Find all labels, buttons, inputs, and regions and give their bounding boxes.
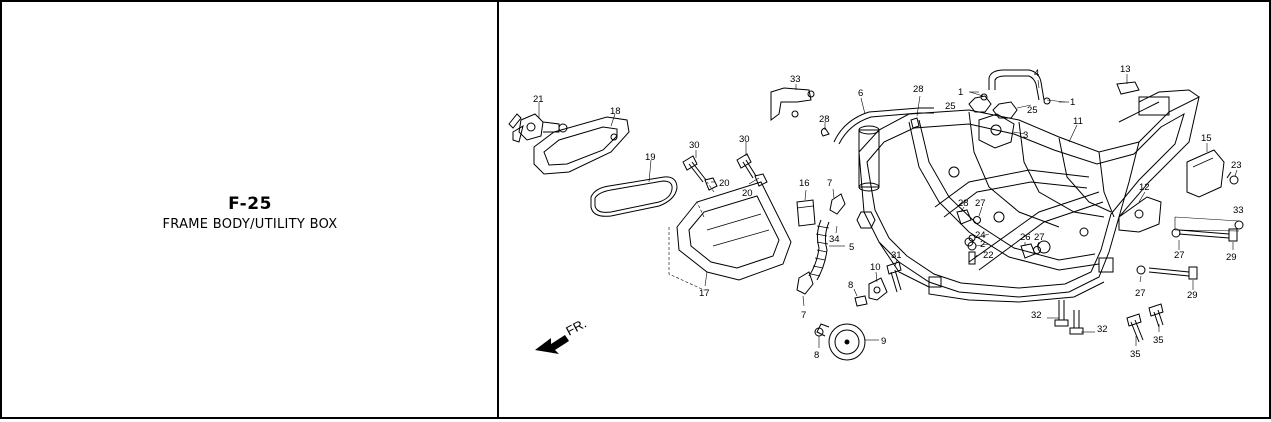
callout-33-right: 33 bbox=[1233, 205, 1244, 216]
callout-11: 11 bbox=[1073, 116, 1083, 127]
washer-8-upper bbox=[854, 295, 868, 307]
section-code: F-25 bbox=[228, 194, 272, 214]
front-direction-arrow: FR. bbox=[535, 316, 589, 354]
exploded-parts-diagram: FR. 21 18 19 30 30 20 20 17 33 28 6 28 1… bbox=[499, 2, 1267, 417]
callout-8-upper: 8 bbox=[848, 280, 853, 291]
callout-10: 10 bbox=[870, 262, 881, 273]
callout-17: 17 bbox=[699, 288, 710, 299]
callout-13: 13 bbox=[1120, 64, 1131, 75]
nut-25-right bbox=[992, 101, 1018, 119]
callout-25-left: 25 bbox=[945, 101, 956, 112]
washer-8-lower bbox=[814, 327, 824, 337]
callout-24: 24 bbox=[975, 230, 986, 241]
nut-25-left bbox=[968, 95, 992, 113]
callout-20-right: 20 bbox=[742, 188, 753, 199]
callout-25-right: 25 bbox=[1027, 105, 1038, 116]
callout-29-lower: 29 bbox=[1187, 290, 1198, 301]
callout-32-left: 32 bbox=[1031, 310, 1042, 321]
callout-1-right: 1 bbox=[1070, 97, 1075, 108]
bolt-32-a bbox=[1054, 300, 1069, 327]
callout-34: 34 bbox=[829, 234, 840, 245]
rubber-16 bbox=[796, 199, 816, 227]
callout-8-lower: 8 bbox=[814, 350, 819, 361]
bolt-31 bbox=[886, 261, 902, 293]
leader-lines bbox=[538, 74, 1240, 348]
bolt-29-upper bbox=[1178, 228, 1238, 242]
callout-29-upper: 29 bbox=[1226, 252, 1237, 263]
bracket-12 bbox=[1118, 196, 1162, 233]
breather-tube bbox=[833, 107, 934, 143]
callout-15: 15 bbox=[1201, 133, 1212, 144]
bracket-3 bbox=[978, 113, 1015, 149]
callout-6: 6 bbox=[858, 88, 863, 99]
callout-27-right: 27 bbox=[1174, 250, 1185, 261]
head-pipe bbox=[858, 125, 880, 192]
callout-28-mid: 28 bbox=[958, 198, 969, 209]
grommet-20-right bbox=[754, 173, 768, 187]
panel-divider bbox=[497, 2, 499, 419]
callout-30-left: 30 bbox=[689, 140, 700, 151]
callout-28-top: 28 bbox=[913, 84, 924, 95]
bolt-33-right bbox=[1234, 220, 1244, 230]
horn-9 bbox=[816, 323, 866, 361]
callout-5: 5 bbox=[849, 242, 854, 253]
callout-35-right: 35 bbox=[1153, 335, 1164, 346]
hose-5 bbox=[808, 219, 830, 281]
callout-33-top: 33 bbox=[790, 74, 801, 85]
bolt-35-a bbox=[1126, 313, 1144, 343]
section-title: FRAME BODY/UTILITY BOX bbox=[162, 217, 338, 232]
callout-31: 31 bbox=[891, 250, 902, 261]
callout-3: 3 bbox=[1023, 130, 1028, 141]
callout-30-right: 30 bbox=[739, 134, 750, 145]
callout-2: 2 bbox=[980, 239, 985, 250]
cover-15 bbox=[1186, 149, 1225, 198]
callout-4: 4 bbox=[1034, 68, 1039, 79]
callout-7-upper: 7 bbox=[827, 178, 832, 189]
pipe-4 bbox=[988, 69, 1045, 101]
callout-7-lower: 7 bbox=[801, 310, 806, 321]
frame-body bbox=[858, 89, 1200, 303]
bolt-35-b bbox=[1148, 303, 1164, 328]
bolt-32-b bbox=[1069, 310, 1084, 335]
clamp-7-lower bbox=[796, 271, 814, 295]
grommet-20-left bbox=[704, 177, 718, 191]
callout-12: 12 bbox=[1139, 182, 1150, 193]
utility-box-17 bbox=[668, 181, 792, 291]
callout-35-left: 35 bbox=[1130, 349, 1141, 360]
section-label-panel: F-25 FRAME BODY/UTILITY BOX bbox=[2, 2, 498, 417]
horn-stay-10 bbox=[868, 277, 888, 301]
bolt-29-lower bbox=[1148, 266, 1198, 280]
callout-1-left: 1 bbox=[958, 87, 963, 98]
callout-22: 22 bbox=[983, 250, 994, 261]
clamp-7-upper bbox=[829, 193, 846, 215]
callout-27-center: 27 bbox=[1034, 232, 1045, 243]
front-direction-label: FR. bbox=[563, 316, 589, 339]
callout-20-left: 20 bbox=[719, 178, 730, 189]
callout-19: 19 bbox=[645, 152, 656, 163]
bolt-23 bbox=[1226, 171, 1239, 185]
bracket-13 bbox=[1116, 81, 1140, 95]
callout-23: 23 bbox=[1231, 160, 1242, 171]
seal-19 bbox=[590, 176, 678, 217]
key-set-21 bbox=[508, 113, 568, 143]
nut-34 bbox=[856, 211, 876, 229]
bolt-30-left bbox=[682, 155, 707, 183]
utility-box-lid-18 bbox=[533, 116, 630, 175]
callout-labels: 21 18 19 30 30 20 20 17 33 28 6 28 1 25 … bbox=[533, 64, 1244, 361]
callout-16: 16 bbox=[799, 178, 810, 189]
callout-26: 26 bbox=[1020, 232, 1031, 243]
washer-27-lower bbox=[1136, 265, 1146, 275]
callout-27-lower: 27 bbox=[1135, 288, 1146, 299]
bolt-30-right bbox=[736, 153, 757, 179]
callout-32-right: 32 bbox=[1097, 324, 1108, 335]
callout-28-left: 28 bbox=[819, 114, 830, 125]
callout-18: 18 bbox=[610, 106, 621, 117]
bracket-33 bbox=[770, 87, 815, 121]
callout-27-mid: 27 bbox=[975, 198, 986, 209]
callout-21: 21 bbox=[533, 94, 544, 105]
diagram-canvas: FR. 21 18 19 30 30 20 20 17 33 28 6 28 1… bbox=[508, 64, 1244, 361]
callout-9: 9 bbox=[881, 336, 886, 347]
washer-27-upper bbox=[1171, 228, 1181, 238]
